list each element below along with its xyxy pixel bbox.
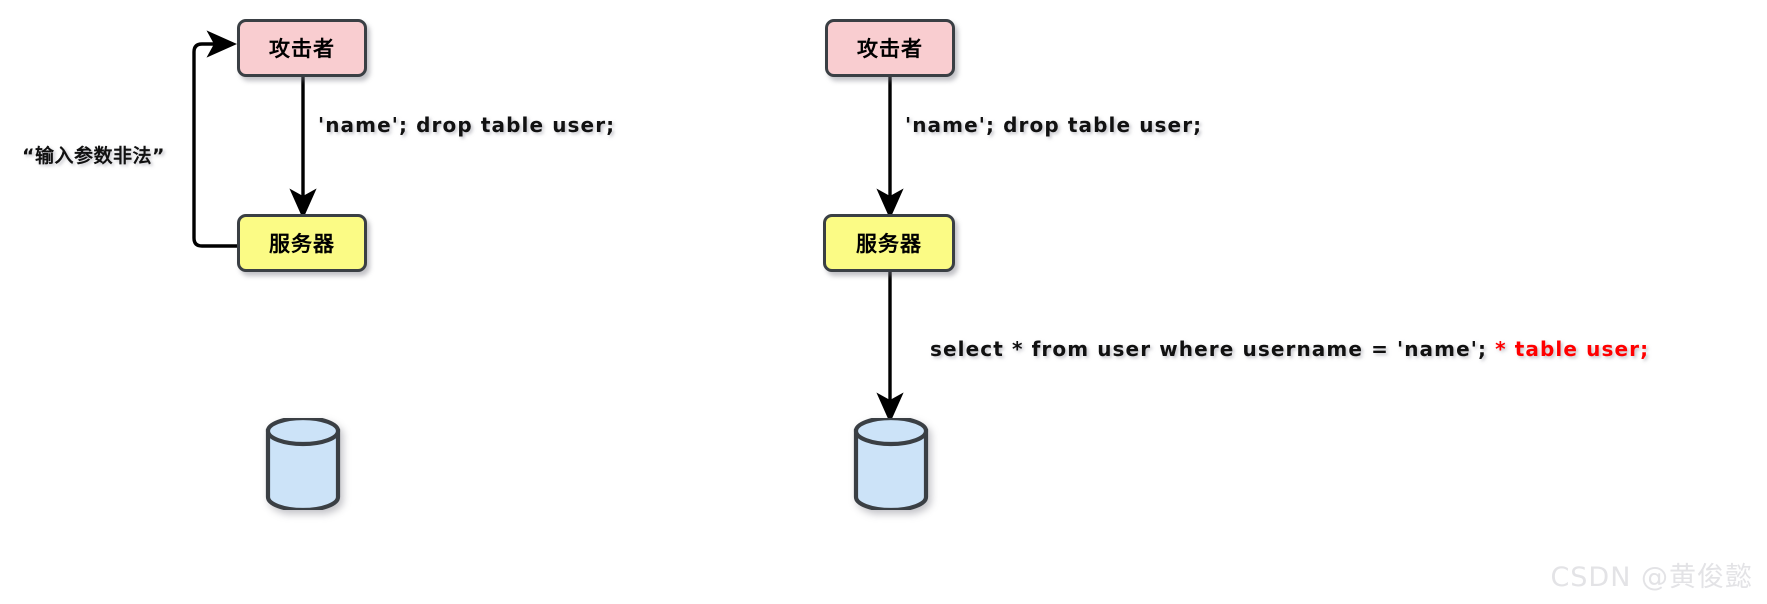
left-database-icon: [265, 418, 341, 510]
left-injection-payload-label: 'name'; drop table user;: [318, 113, 616, 137]
right-sql-query-danger: * table user;: [1495, 337, 1650, 361]
right-server-label: 服务器: [856, 232, 922, 256]
right-sql-query-label: select * from user where username = 'nam…: [930, 337, 1649, 361]
right-server-node[interactable]: 服务器: [823, 214, 955, 272]
right-attacker-node[interactable]: 攻击者: [825, 19, 955, 77]
right-database-icon: [853, 418, 929, 510]
left-server-node[interactable]: 服务器: [237, 214, 367, 272]
left-server-label: 服务器: [269, 232, 335, 256]
arrow-left-server-to-attacker: [192, 30, 242, 248]
right-sql-query-plain: select * from user where username = 'nam…: [930, 337, 1496, 361]
left-rejection-message-label: “输入参数非法”: [22, 145, 165, 167]
left-attacker-label: 攻击者: [269, 37, 335, 61]
right-injection-payload-label: 'name'; drop table user;: [905, 113, 1203, 137]
left-attacker-node[interactable]: 攻击者: [237, 19, 367, 77]
right-attacker-label: 攻击者: [857, 37, 923, 61]
csdn-watermark: CSDN @黄俊懿: [1550, 562, 1753, 593]
